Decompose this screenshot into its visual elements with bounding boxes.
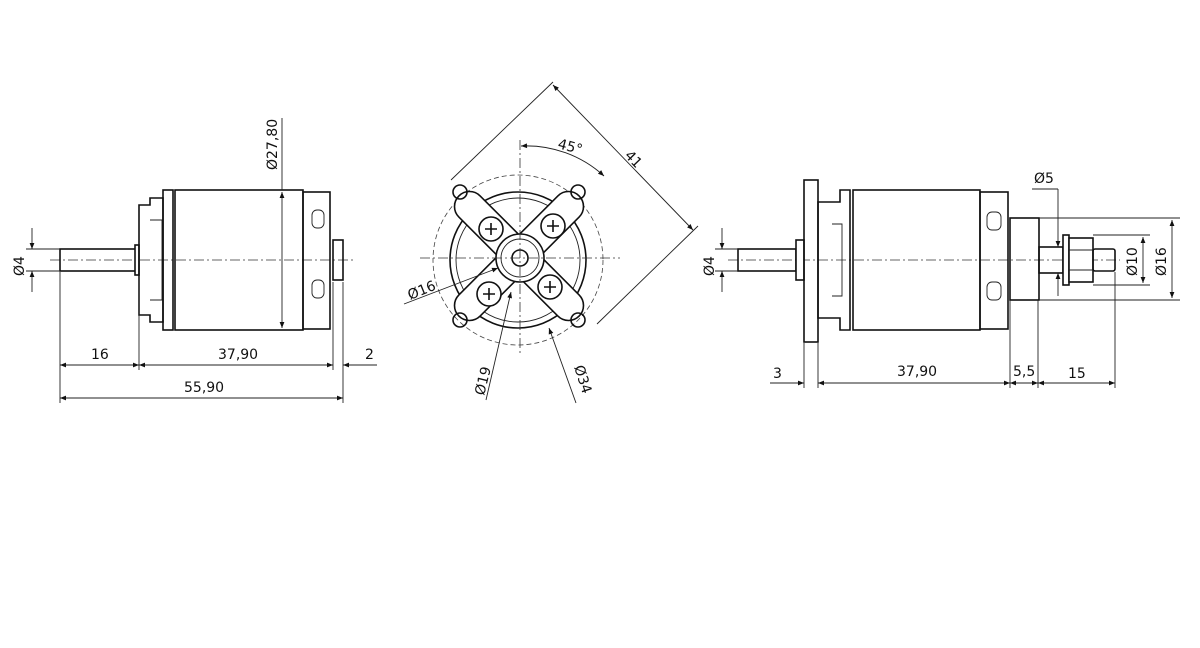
vent-slot bbox=[311, 209, 325, 229]
bell-window bbox=[832, 223, 843, 297]
angle-label: 45° bbox=[556, 136, 584, 158]
extension-line bbox=[596, 225, 699, 325]
mount-hole bbox=[452, 312, 468, 328]
outer-bolt-circle-label: Ø34 bbox=[570, 363, 594, 395]
bolt-circle-34 bbox=[432, 174, 604, 346]
mount-length-label: 5,5 bbox=[1013, 364, 1035, 380]
rear-ring bbox=[979, 191, 1009, 330]
mount-diameter-label: Ø16 bbox=[1154, 247, 1170, 276]
adapter-length-label: 15 bbox=[1068, 366, 1086, 382]
rear-ring bbox=[302, 191, 331, 330]
body-diameter-label: Ø27,80 bbox=[265, 119, 281, 170]
nut bbox=[1068, 237, 1094, 283]
adapter-washer bbox=[1062, 234, 1070, 286]
vent-slot bbox=[311, 279, 325, 299]
side-view: Ø27,80 Ø4 16 37,90 2 55,90 bbox=[12, 118, 377, 403]
hub-diameter-label: Ø16 bbox=[406, 278, 439, 304]
flange bbox=[162, 189, 174, 331]
angle-arc bbox=[520, 143, 605, 177]
shaft-length-label: 16 bbox=[91, 347, 109, 363]
washer bbox=[795, 239, 805, 281]
mount-hole bbox=[570, 312, 586, 328]
bell-window bbox=[150, 219, 163, 301]
body-length-label: 37,90 bbox=[897, 364, 937, 380]
mounted-view: Ø4 Ø5 Ø10 Ø16 3 37,90 5,5 15 bbox=[702, 171, 1180, 388]
plate-thickness-label: 3 bbox=[773, 366, 782, 382]
mount-hole bbox=[452, 184, 468, 200]
shaft-diameter-label: Ø4 bbox=[702, 256, 718, 276]
vent-slot bbox=[986, 281, 1002, 301]
case-inner bbox=[455, 197, 581, 323]
prop-adapter bbox=[1009, 217, 1040, 301]
rear-cap bbox=[332, 239, 344, 281]
mount-plate bbox=[803, 179, 819, 343]
nut-diameter-label: Ø10 bbox=[1125, 247, 1141, 276]
inner-bolt-circle-label: Ø19 bbox=[472, 365, 495, 397]
mount-span-label: 41 bbox=[621, 148, 645, 172]
body-length-label: 37,90 bbox=[218, 347, 258, 363]
dimension-line bbox=[552, 84, 694, 231]
shaft-diameter-label: Ø4 bbox=[12, 256, 28, 276]
leader-line bbox=[485, 291, 512, 401]
front-bell bbox=[817, 189, 851, 331]
rear-cap-label: 2 bbox=[365, 347, 374, 363]
adapter-shaft-diameter-label: Ø5 bbox=[1034, 171, 1054, 187]
leader-line bbox=[548, 327, 577, 404]
total-length-label: 55,90 bbox=[184, 380, 224, 396]
front-view: 41 45° Ø16 Ø19 Ø34 bbox=[403, 81, 699, 404]
leader-line bbox=[403, 267, 499, 305]
motor-case bbox=[449, 191, 587, 329]
screws bbox=[476, 213, 566, 307]
thread-end bbox=[1092, 248, 1116, 272]
vent-slot bbox=[986, 211, 1002, 231]
extension-line bbox=[450, 81, 554, 181]
